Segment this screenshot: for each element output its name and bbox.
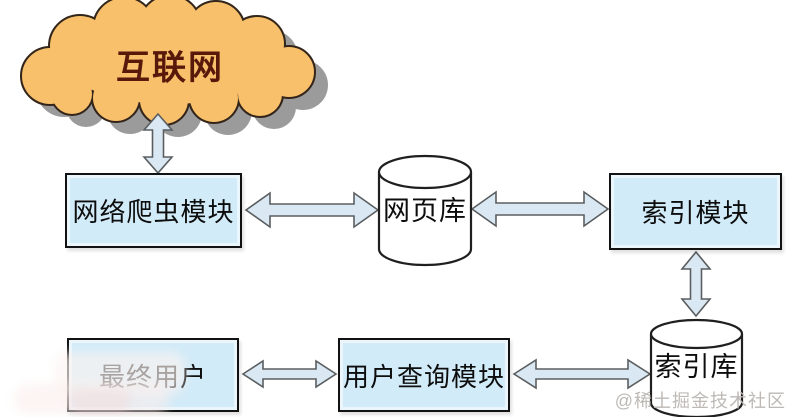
edge-crawler-webdb-arrow <box>244 191 380 229</box>
node-indexer-label: 索引模块 <box>641 199 750 228</box>
node-query-label: 用户查询模块 <box>342 362 505 392</box>
edge-indexer-indexdb-arrow <box>680 250 712 318</box>
watermark-text: @稀土掘金技术社区 <box>614 391 786 411</box>
node-indexer: 索引模块 <box>609 173 782 250</box>
indexdb-cylinder-body <box>649 334 744 417</box>
edge-webdb-indexer-arrow <box>470 190 610 228</box>
node-enduser: 最终用户 <box>67 338 239 412</box>
webdb-cylinder-top <box>377 154 473 190</box>
node-webdb-label: 网页库 <box>383 196 467 226</box>
webdb-cylinder-body <box>377 172 473 267</box>
indexdb-cylinder-top <box>649 318 744 350</box>
edge-query-indexdb-arrow <box>512 358 652 390</box>
node-query: 用户查询模块 <box>338 338 510 412</box>
node-crawler: 网络爬虫模块 <box>65 173 242 248</box>
edge-enduser-query-arrow <box>241 359 338 389</box>
node-crawler-label: 网络爬虫模块 <box>72 198 235 227</box>
node-enduser-label: 最终用户 <box>98 362 207 392</box>
node-indexdb-label: 索引库 <box>654 352 739 382</box>
node-internet-label: 互联网 <box>116 50 224 87</box>
